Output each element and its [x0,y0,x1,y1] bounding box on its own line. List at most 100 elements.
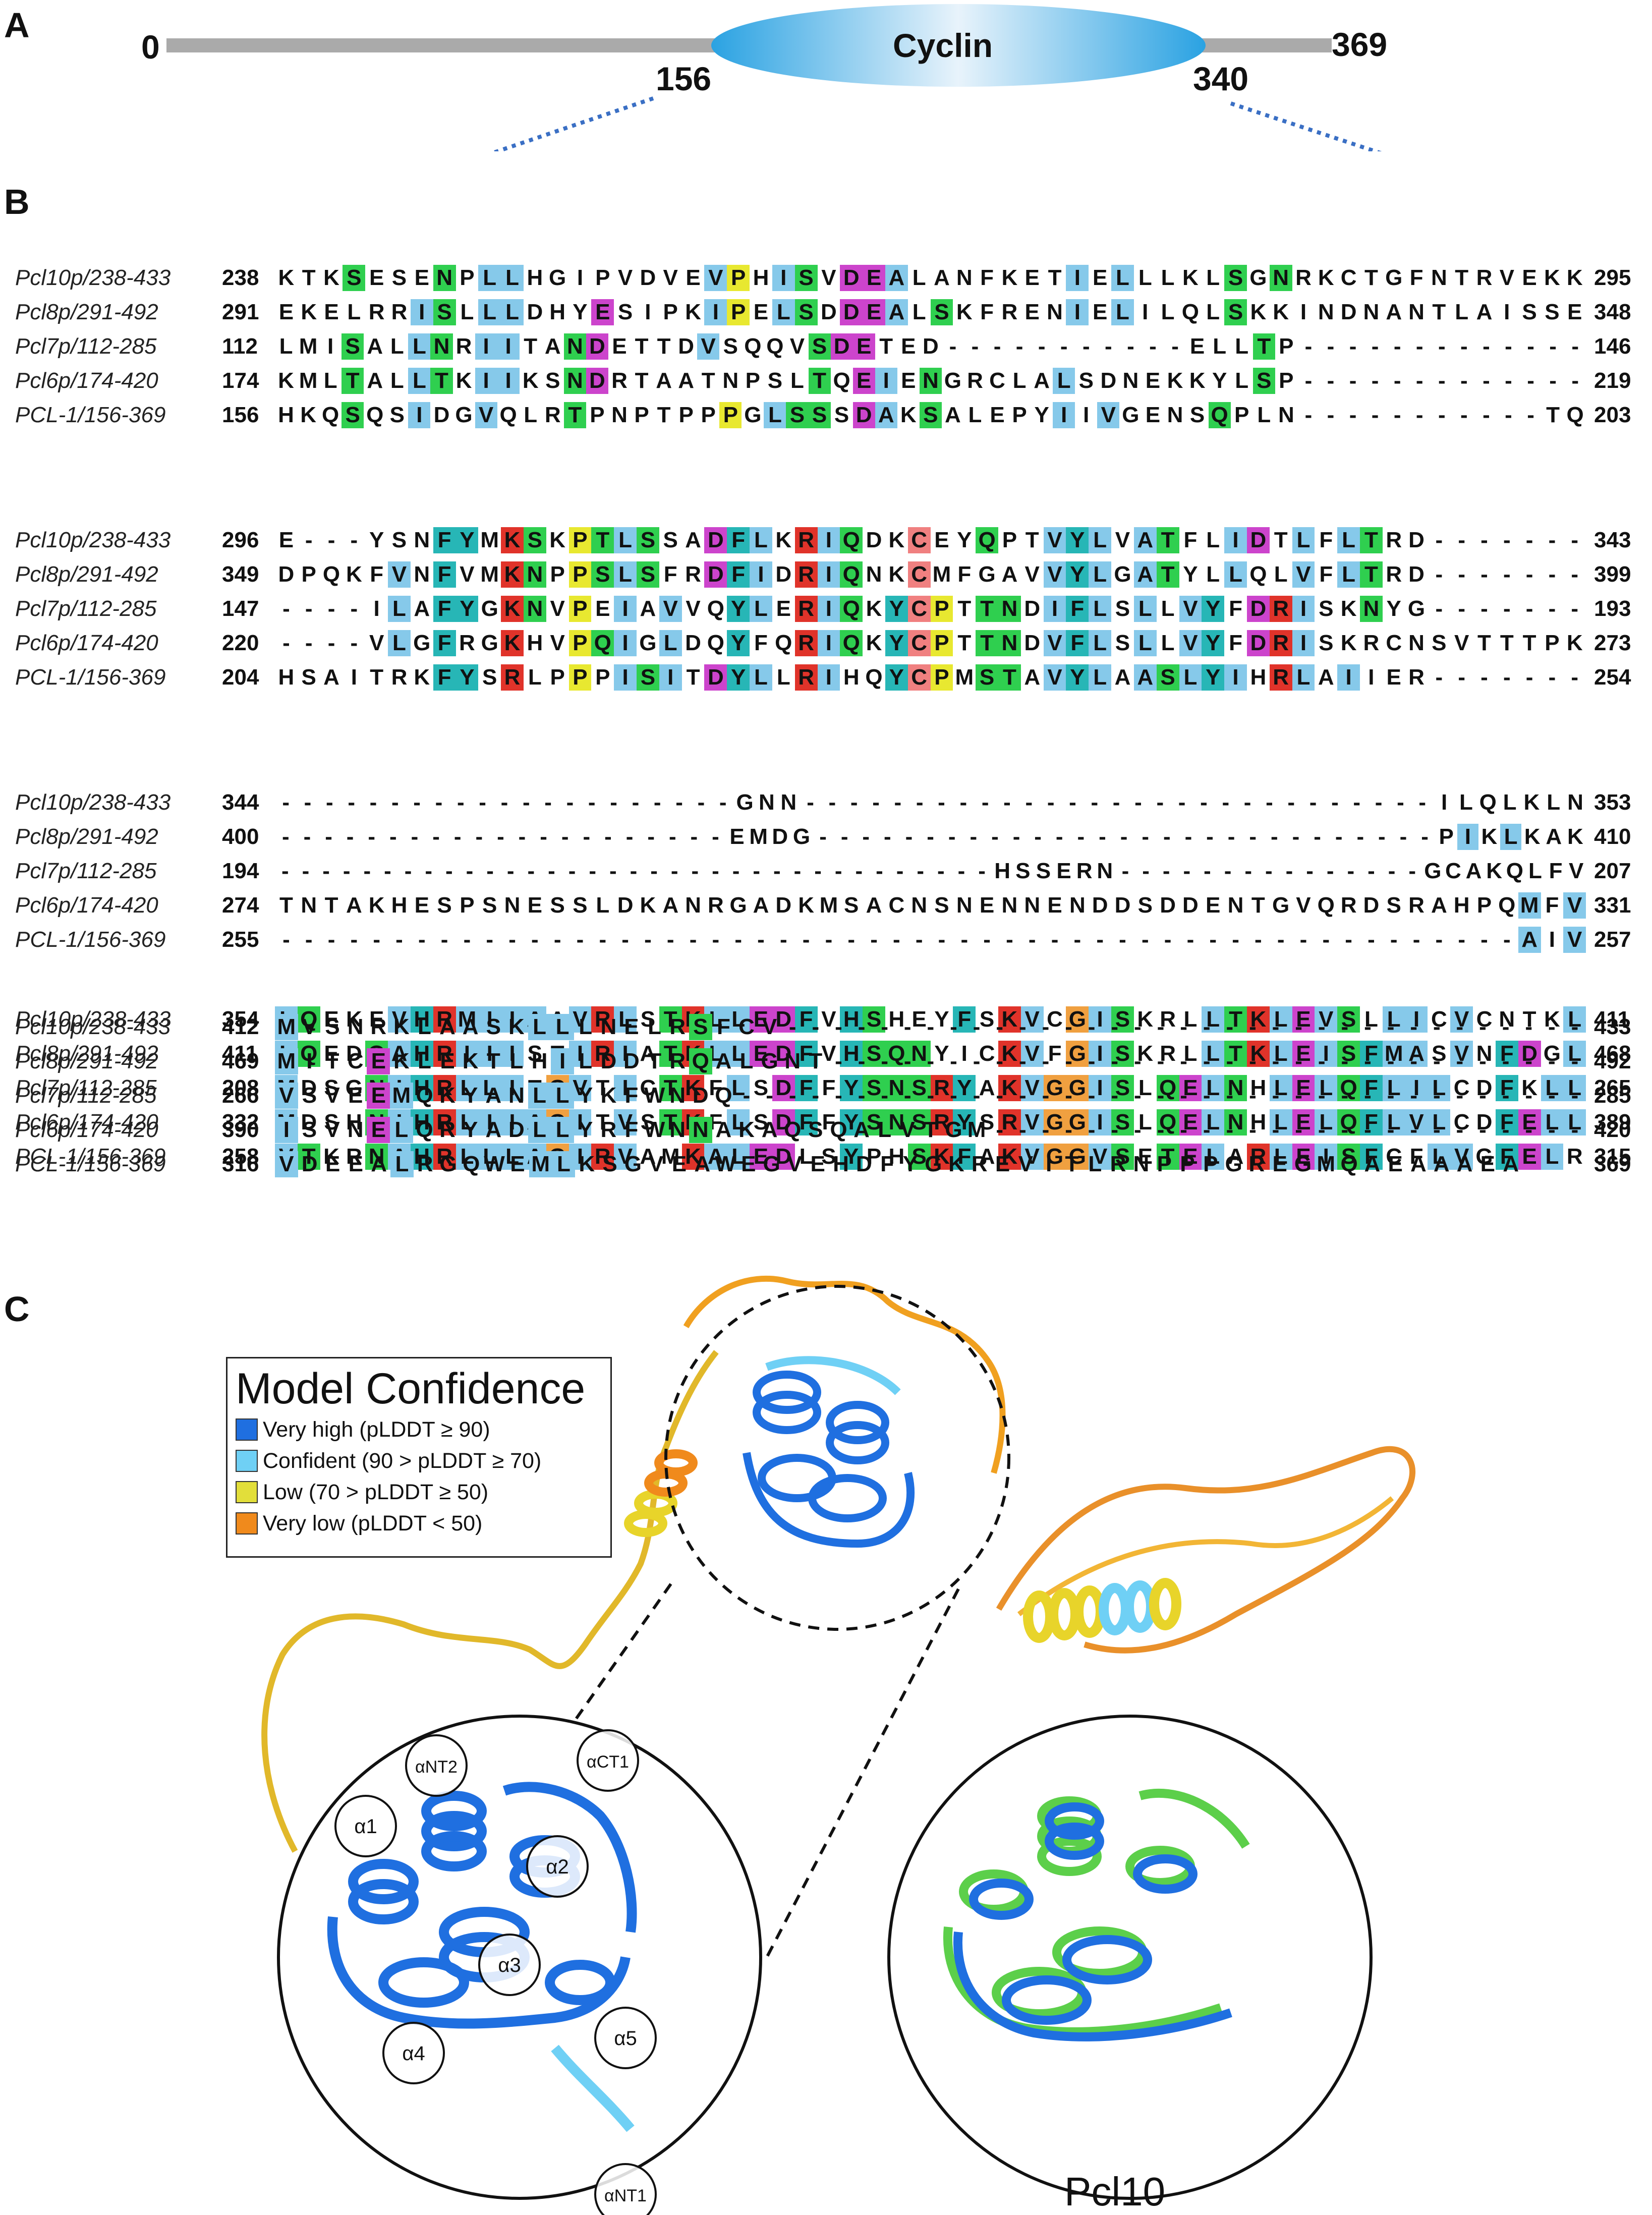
residue: - [1548,1049,1556,1073]
residue: Y [840,1109,863,1135]
residue: L [1089,630,1112,656]
residue: E [1145,368,1161,393]
residue: Q [885,1041,908,1067]
residue: Q [784,1117,802,1142]
residue: - [1042,1049,1050,1073]
residue: S [302,1117,317,1142]
residue: L [1111,265,1134,291]
residue: - [303,824,311,849]
residue: - [757,927,765,952]
residue: - [1111,1083,1119,1108]
residue: V [1450,1041,1473,1067]
residue: R [368,300,385,324]
residue: N [1047,300,1063,324]
residue: - [1525,596,1533,621]
residue: V [821,265,836,290]
residue: L [388,630,411,656]
residue: H [527,265,543,290]
residue: P [590,403,605,427]
residue: V [325,1083,340,1108]
residue: - [690,824,698,849]
helix-label-circle [594,2163,657,2215]
residue: E [750,1041,772,1067]
sequence-name: Pcl7p/112-285 [15,1083,157,1108]
residue: - [1163,824,1171,849]
residue: C [979,1041,995,1066]
residue: - [927,824,934,849]
residue: E [1388,1152,1403,1176]
residue: N [956,265,973,290]
residue: I [1368,665,1375,690]
residue: R [433,1109,456,1135]
residue: N [722,368,739,393]
residue: E [367,1083,390,1109]
residue: C [907,664,931,691]
residue: - [604,824,612,849]
residue: I [1405,1006,1428,1033]
residue: L [1206,562,1220,587]
residue: T [1025,528,1039,552]
residue: - [1171,334,1179,359]
legend-swatch [236,1450,258,1472]
residue: S [389,403,405,427]
residue: K [998,1041,1021,1067]
residue: D [301,1152,318,1176]
residue: I [1066,299,1089,325]
residue: S [341,333,364,360]
residue: - [996,1083,1004,1108]
residue: V [1043,630,1066,656]
residue: E [591,299,614,325]
residue: K [1486,859,1503,883]
residue: K [508,1014,525,1039]
residue: Y [573,300,588,324]
legend-swatch [236,1481,258,1503]
residue: E [750,1144,772,1170]
residue: - [959,790,967,815]
residue: N [1224,1075,1247,1101]
residue: - [568,859,576,883]
residue: D [866,528,882,552]
residue: F [1066,630,1089,656]
residue: - [1327,334,1335,359]
residue: Y [840,1075,863,1101]
residue: V [787,1152,803,1176]
zoom-circle-right [887,1715,1373,2200]
residue: T [370,665,384,690]
residue: - [788,1014,796,1039]
residue: E [1047,893,1062,918]
residue: - [281,859,289,883]
residue: E [1518,1144,1541,1170]
residue: - [1096,927,1104,952]
residue: - [1571,528,1579,552]
residue: C [738,1014,755,1039]
residue: L [1206,300,1220,324]
residue: - [1480,927,1488,952]
residue: E [414,265,429,290]
residue: - [305,596,313,621]
residue: T [657,403,671,427]
residue: W [484,1152,505,1176]
residue: - [1224,859,1232,883]
residue: - [1272,1117,1280,1142]
residue: M [480,562,499,587]
residue: F [1066,596,1089,622]
helix-label-circle [577,1729,639,1792]
residue: S [617,300,633,324]
residue: H [278,403,294,427]
zoom-line-left [491,96,654,151]
residue: F [1229,596,1242,621]
residue: T [563,402,586,428]
residue: H [1453,893,1470,918]
residue: - [282,790,290,815]
residue: - [1249,1049,1257,1073]
residue: D [1476,1075,1493,1100]
residue: F [822,1110,836,1134]
residue: - [1571,1083,1579,1108]
sequence-start: 255 [222,927,259,952]
residue: S [863,1109,885,1135]
sequence-start: 411 [222,1041,258,1066]
residue: I [817,596,840,622]
residue: R [1001,300,1018,324]
residue: I [306,1049,313,1073]
residue: L [501,265,524,291]
